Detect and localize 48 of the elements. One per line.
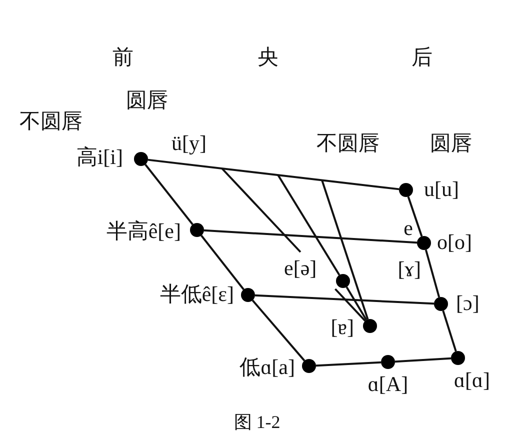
dot-icon [417, 236, 431, 250]
chart-line [321, 180, 369, 320]
chart-line [277, 174, 340, 276]
chart-line [316, 361, 382, 367]
lip-rounding-label: 不圆唇 [316, 132, 380, 156]
chart-line [442, 310, 457, 352]
vowel-label: 半低ê[ɛ] [160, 283, 234, 306]
lip-rounding-label: 不圆唇 [20, 110, 82, 134]
vowel-label: [ɤ] [398, 258, 421, 282]
chart-line [394, 357, 452, 363]
figure-caption: 图 1-2 [234, 413, 280, 433]
dot-icon [241, 288, 255, 302]
vowel-label: ɑ[A] [368, 373, 408, 396]
vowel-label: [ɔ] [456, 292, 480, 316]
vowel-label: e [404, 217, 413, 240]
dot-icon [381, 355, 395, 369]
lip-rounding-label: 圆唇 [430, 132, 472, 156]
vowel-label: u[u] [424, 178, 459, 202]
chart-line [424, 249, 440, 298]
vowel-label: e[ə] [284, 257, 317, 280]
vowel-label: ɑ[ɑ] [454, 369, 490, 392]
chart-line [148, 158, 400, 190]
dot-icon [363, 319, 377, 333]
dot-icon [451, 351, 465, 365]
vowel-label: 高i[i] [76, 146, 123, 170]
vowel-label: [ɐ] [330, 316, 354, 340]
lip-rounding-label: 圆唇 [126, 89, 168, 112]
vowel-label: 低ɑ[a] [240, 356, 295, 380]
dot-icon [302, 359, 316, 373]
vowel-label: o[o] [437, 231, 472, 254]
chart-line [407, 196, 423, 237]
chart-line [221, 168, 366, 322]
vowel-label: ü[y] [172, 132, 206, 156]
dot-icon [434, 297, 448, 311]
chart-line [144, 164, 194, 226]
chart-line [200, 234, 244, 290]
vowel-label: 半高ê[e] [106, 220, 181, 244]
column-heading: 后 [412, 46, 432, 70]
chart-line [254, 294, 434, 305]
column-heading: 前 [112, 46, 134, 70]
dot-icon [190, 223, 204, 237]
dot-icon [336, 274, 350, 288]
chart-line [346, 286, 368, 321]
dot-icon [399, 183, 413, 197]
chart-line [252, 300, 306, 362]
dot-icon [134, 152, 148, 166]
column-heading: 央 [258, 46, 278, 70]
chart-line [204, 229, 418, 244]
